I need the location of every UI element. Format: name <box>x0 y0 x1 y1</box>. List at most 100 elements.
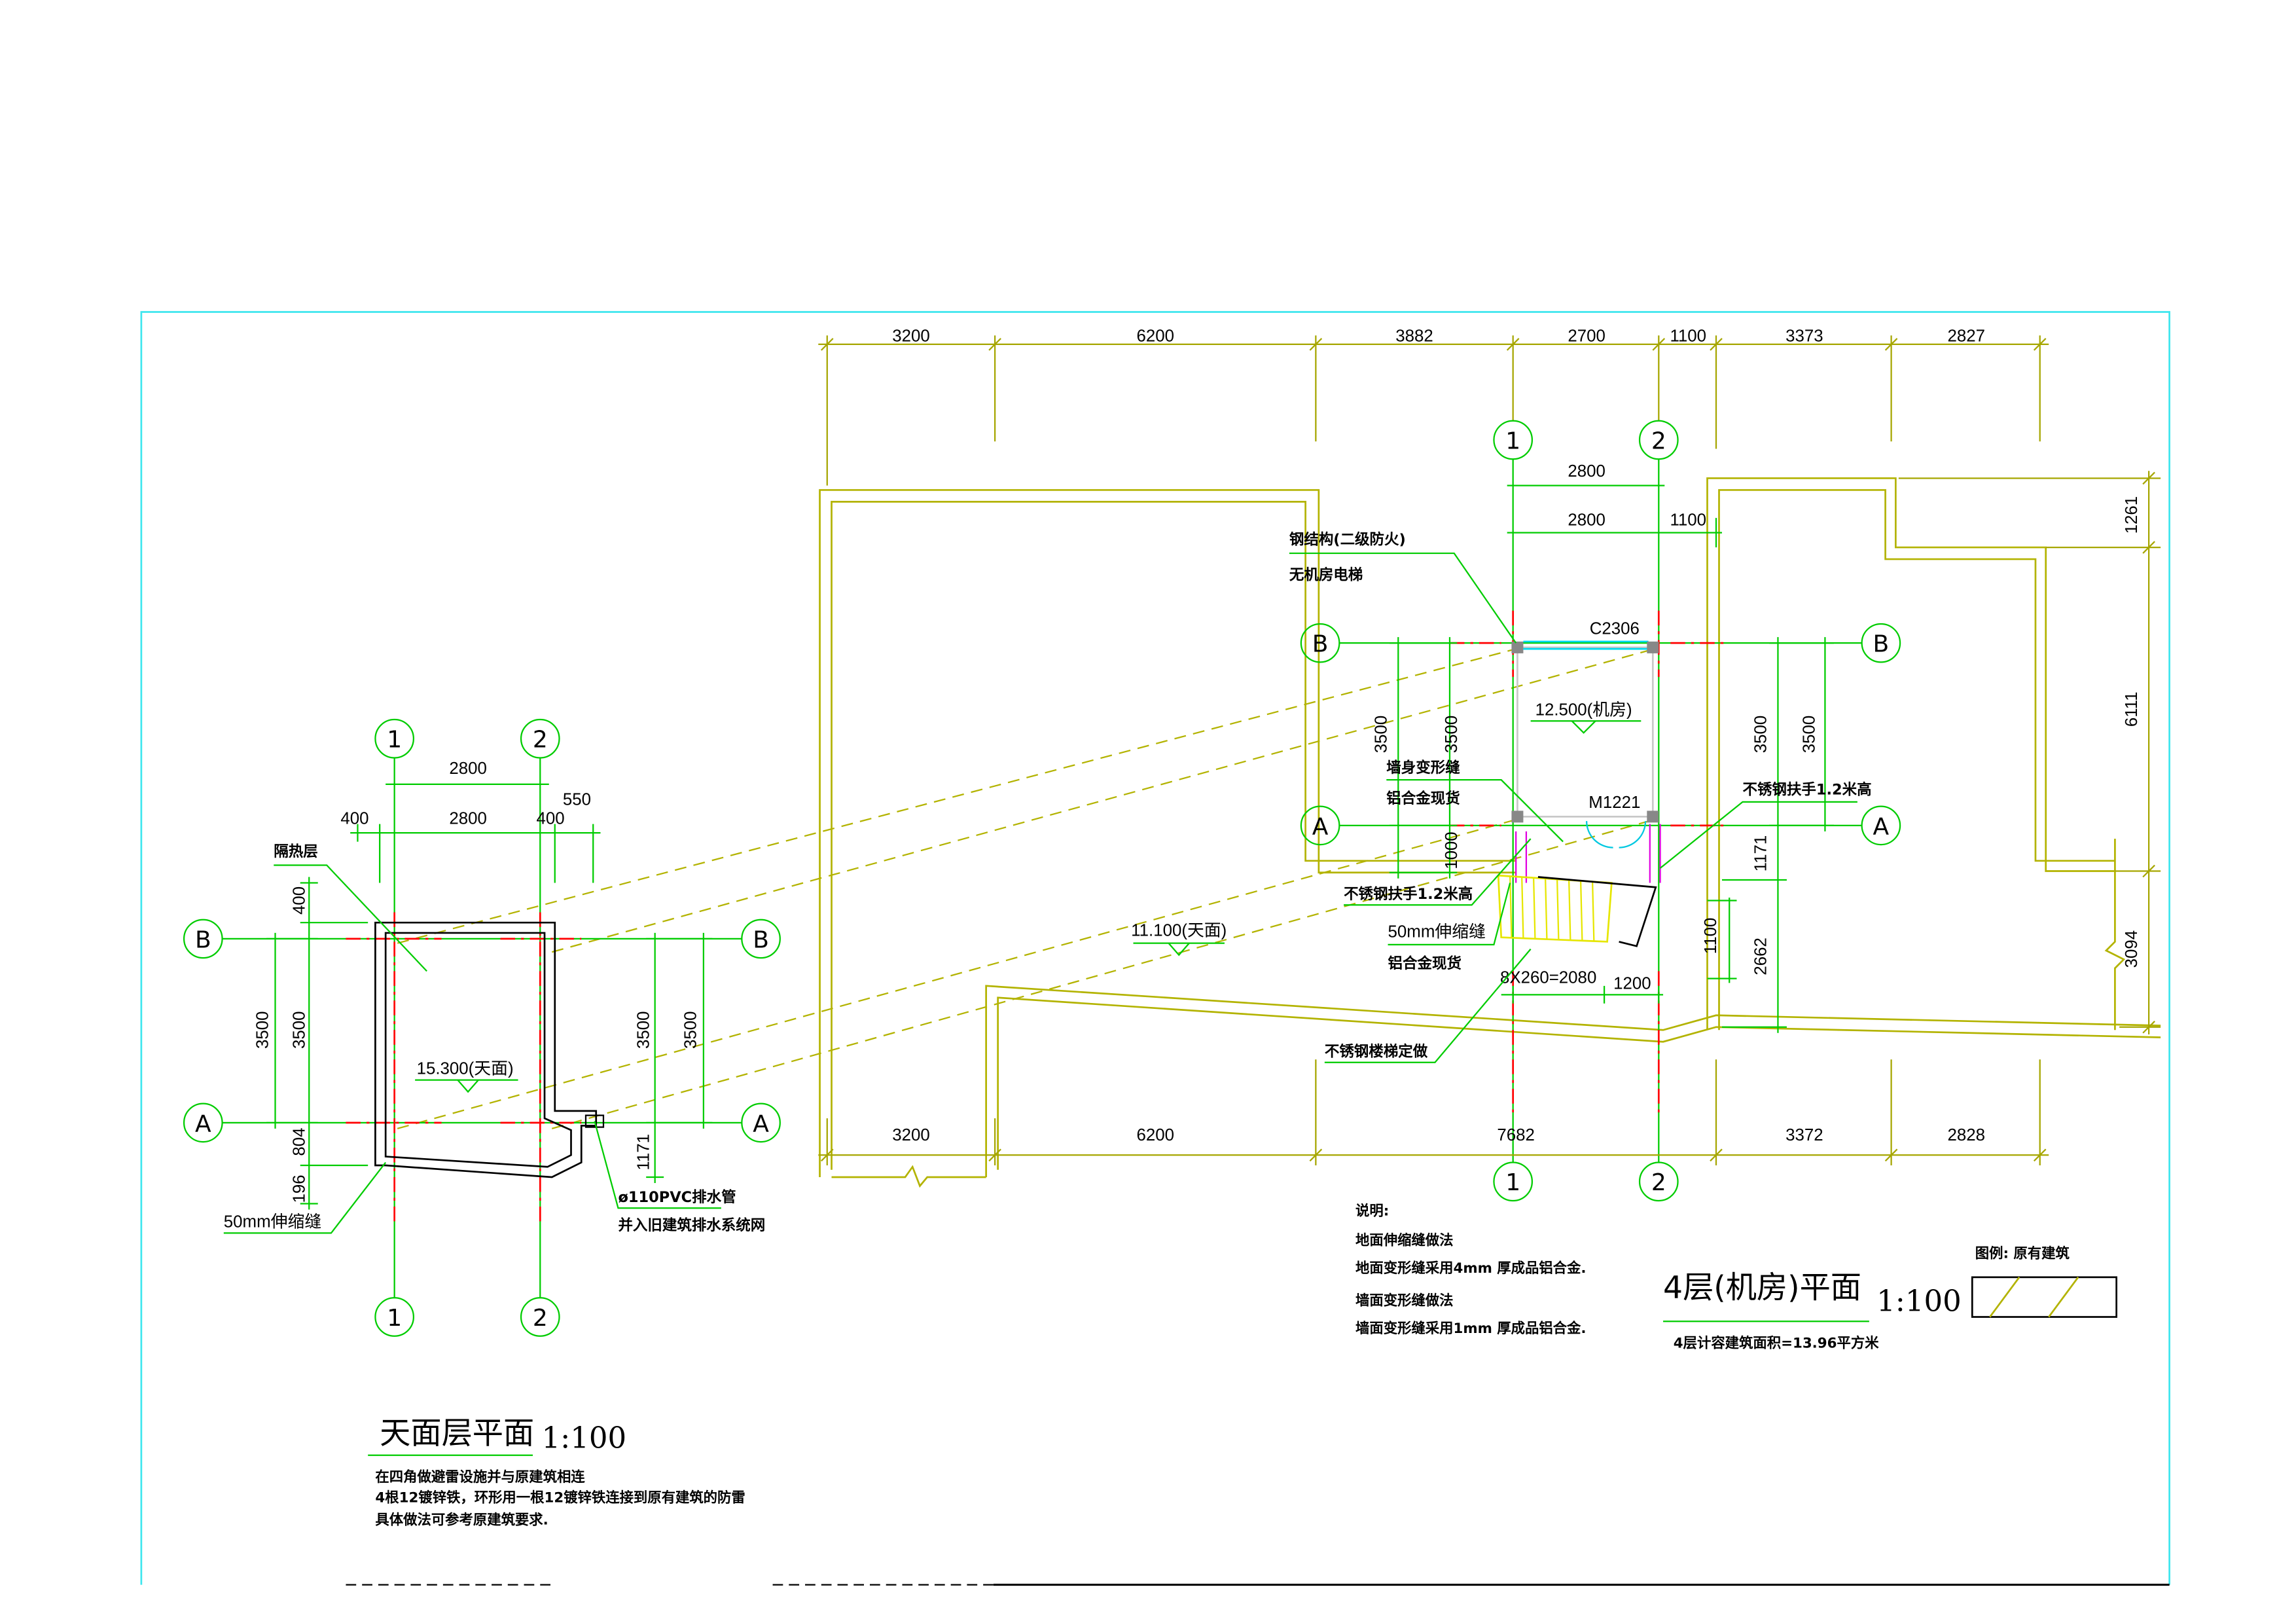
elevation-machine-room: 12.500(机房) <box>1535 700 1632 719</box>
roof-axis-bubble-2-bottom: 2 <box>520 1297 560 1337</box>
roof-vertical-dimensions <box>266 877 713 1210</box>
floor4-axis-bubble-2-top: 2 <box>1638 420 1679 460</box>
label-railing-left: 不锈钢扶手1.2米高 <box>1344 885 1473 903</box>
dim-3500-left-inner: 3500 <box>1443 716 1461 753</box>
label-drain-pipe: ø110PVC排水管 <box>618 1188 736 1206</box>
dim-stair-steps: 8X260=2080 <box>1500 968 1596 987</box>
door-tag: M1221 <box>1588 793 1640 812</box>
legend: 图例: 原有建筑 <box>1971 1245 2118 1318</box>
bottom-dim-5: 2828 <box>1948 1126 1986 1144</box>
roof-dim-400-right: 400 <box>536 810 564 828</box>
notes-item-4: 墙面变形缝采用1mm 厚成品铝合金. <box>1355 1320 1586 1337</box>
roof-elevation-marker <box>415 1079 518 1093</box>
projection-lines <box>397 648 1655 1129</box>
roof-dim-196: 196 <box>290 1175 308 1203</box>
label-wall-joint: 墙身变形缝 <box>1386 759 1460 776</box>
floor4-top-dimension-line <box>818 335 2049 486</box>
axis-label: B <box>1873 631 1890 658</box>
axis-label: B <box>753 926 769 953</box>
sheet-frame <box>140 311 2170 1586</box>
floor4-axis-bubble-1-top: 1 <box>1493 420 1534 460</box>
roof-dim-2800-top: 2800 <box>449 759 487 778</box>
notes-item-2: 地面变形缝采用4mm 厚成品铝合金. <box>1355 1260 1586 1277</box>
dim-2800-lower: 2800 <box>1568 511 1605 529</box>
floor4-axis-bubble-2-bottom: 2 <box>1638 1161 1679 1202</box>
floor4-left-vertical-dimensions <box>1389 637 1458 879</box>
bottom-dim-1: 3200 <box>892 1126 930 1144</box>
bottom-dim-3: 7682 <box>1497 1126 1535 1144</box>
dim-3500-right-outer: 3500 <box>1801 716 1819 753</box>
label-roof-expansion-joint: 50mm伸缩缝 <box>224 1212 321 1231</box>
floor4-axis-bubble-b-right: B <box>1861 623 1901 663</box>
roof-note-2: 4根12镀锌铁，环形用一根12镀锌铁连接到原有建筑的防雷 <box>375 1489 745 1506</box>
floor4-bottom-dimension-line <box>818 1059 2049 1166</box>
label-aluminium-1: 铝合金现货 <box>1386 790 1460 807</box>
roof-outline <box>374 921 605 1178</box>
floor4-axis-bubble-a-right: A <box>1861 805 1901 846</box>
top-dim-3: 3882 <box>1395 327 1433 345</box>
roof-axis-bubble-2-top: 2 <box>520 718 560 759</box>
roof-dim-1171: 1171 <box>635 1134 653 1171</box>
floor4-plan-scale: 1:100 <box>1876 1284 1962 1319</box>
notes-heading: 说明: <box>1355 1202 1389 1219</box>
notes-item-3: 墙面变形缝做法 <box>1355 1292 1453 1309</box>
top-dim-7: 2827 <box>1948 327 1986 345</box>
roof-note-1: 在四角做避雷设施并与原建筑相连 <box>375 1468 585 1486</box>
axis-label: B <box>195 926 211 953</box>
floor4-leader-lines <box>1133 552 1857 1063</box>
notes-item-1: 地面伸缩缝做法 <box>1355 1231 1453 1249</box>
axis-label: 2 <box>1651 428 1666 454</box>
floor4-span-dimensions <box>1507 484 1722 548</box>
label-aluminium-2: 铝合金现货 <box>1388 955 1462 972</box>
elevation-marker-machine-room <box>1530 720 1641 734</box>
top-dim-5: 1100 <box>1670 327 1706 345</box>
axis-label: 1 <box>387 1305 402 1332</box>
floor4-east-dimension-line <box>1898 471 2161 1034</box>
label-expansion-joint: 50mm伸缩缝 <box>1388 922 1486 941</box>
roof-axis-bubble-a-left: A <box>183 1103 223 1143</box>
axis-label: A <box>1312 813 1329 840</box>
axis-label: 2 <box>533 727 548 754</box>
floor4-axis-bubble-b-left: B <box>1300 623 1340 663</box>
dim-6111: 6111 <box>2123 691 2141 727</box>
axis-label: 1 <box>387 727 402 754</box>
roof-dim-3500-outer-right: 3500 <box>682 1012 700 1049</box>
dim-1200: 1200 <box>1613 974 1651 993</box>
roof-axis-bubble-1-top: 1 <box>374 718 415 759</box>
axis-label: A <box>753 1110 769 1137</box>
dim-1100-upper: 1100 <box>1670 511 1706 529</box>
roof-elevation: 15.300(天面) <box>417 1060 514 1078</box>
floor4-axis-bubble-a-left: A <box>1300 805 1340 846</box>
dim-2662: 2662 <box>1751 938 1770 975</box>
roof-leader-lines <box>223 864 721 1234</box>
roof-axis-bubble-b-right: B <box>741 919 781 959</box>
roof-dim-804: 804 <box>290 1128 308 1156</box>
dim-2800-upper: 2800 <box>1568 462 1605 481</box>
window-tag: C2306 <box>1590 620 1640 638</box>
axis-label: B <box>1312 631 1329 658</box>
general-notes: 说明: 地面伸缩缝做法 地面变形缝采用4mm 厚成品铝合金. 墙面变形缝做法 墙… <box>1355 1202 1586 1337</box>
roof-plan-scale: 1:100 <box>542 1421 627 1455</box>
axis-label: A <box>1873 813 1890 840</box>
steel-stair <box>1497 874 1664 1004</box>
bottom-dim-4: 3372 <box>1785 1126 1823 1144</box>
roof-dim-2800-mid: 2800 <box>449 810 487 828</box>
label-elevator: 无机房电梯 <box>1289 566 1363 584</box>
top-dim-1: 3200 <box>892 327 930 345</box>
label-steel-stair: 不锈钢楼梯定做 <box>1325 1043 1428 1061</box>
top-dim-2: 6200 <box>1136 327 1174 345</box>
roof-axis-bubble-b-left: B <box>183 919 223 959</box>
roof-dim-400-vertical: 400 <box>290 886 308 915</box>
dim-1100-stair: 1100 <box>1702 918 1720 955</box>
roof-axis-bubble-1-bottom: 1 <box>374 1297 415 1337</box>
top-dim-6: 3373 <box>1785 327 1823 345</box>
axis-label: 2 <box>533 1305 548 1332</box>
dim-1171-right: 1171 <box>1751 835 1770 872</box>
floor4-building-outline <box>819 477 2161 1188</box>
floor4-title-block: 4层(机房)平面 1:100 4层计容建筑面积=13.96平方米 <box>1663 1269 1962 1351</box>
elevator-machine-room <box>1511 640 1661 883</box>
label-drain-note: 并入旧建筑排水系统网 <box>618 1216 765 1234</box>
label-insulation: 隔热层 <box>274 843 317 860</box>
floor4-axis-bubble-1-bottom: 1 <box>1493 1161 1534 1202</box>
